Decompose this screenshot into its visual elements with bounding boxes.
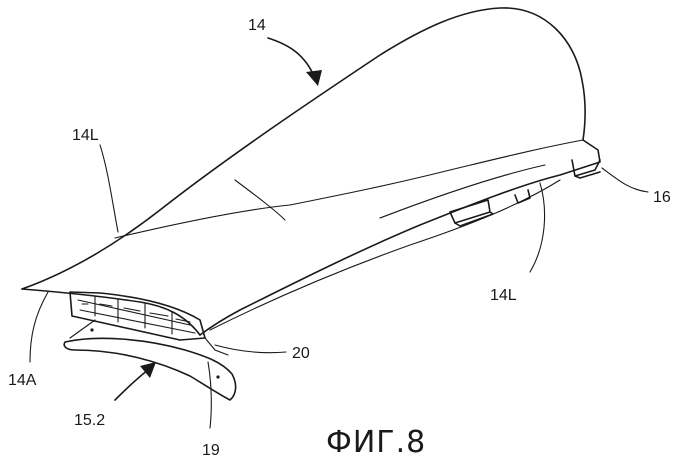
leader-lines	[30, 38, 648, 428]
label-20: 20	[292, 345, 310, 362]
label-15-2: 15.2	[74, 412, 105, 429]
label-16: 16	[653, 189, 671, 206]
front-grille	[70, 292, 205, 340]
label-19: 19	[202, 442, 220, 459]
label-14: 14	[248, 17, 266, 34]
figure-caption: ФИГ.8	[326, 425, 426, 460]
support-plate	[64, 320, 235, 400]
fairing-body	[22, 8, 600, 335]
label-14l-right: 14L	[490, 287, 517, 304]
label-14a: 14A	[8, 372, 37, 389]
side-blocks	[450, 190, 530, 226]
label-14l-left: 14L	[72, 127, 99, 144]
